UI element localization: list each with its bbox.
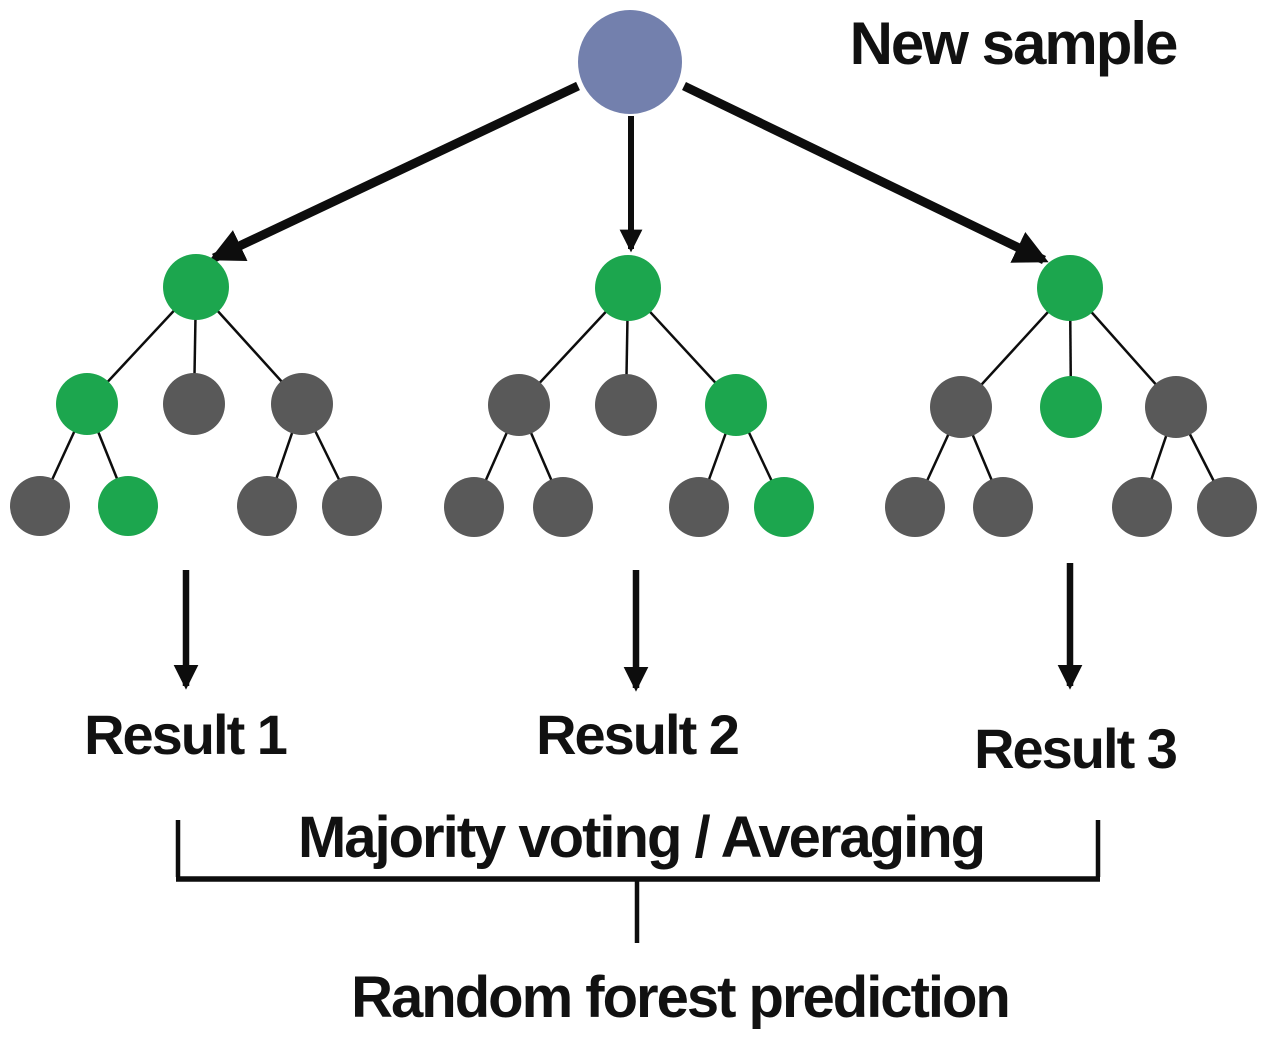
tree-2-node xyxy=(669,477,729,537)
random-forest-prediction-label: Random forest prediction xyxy=(351,965,1011,1030)
tree-2-node xyxy=(705,374,767,436)
tree-2-node xyxy=(533,477,593,537)
sample-to-tree-arrow xyxy=(209,81,580,263)
sample-to-tree-arrow xyxy=(682,81,1049,265)
tree-1-node xyxy=(10,476,70,536)
tree-3-node xyxy=(1197,477,1257,537)
tree-3-node xyxy=(1145,376,1207,438)
new-sample-node xyxy=(578,10,682,114)
tree-3-node xyxy=(1037,255,1103,321)
tree-3-node xyxy=(930,376,992,438)
tree-1-node xyxy=(163,254,229,320)
result-1-label: Result 1 xyxy=(84,703,288,766)
tree-1-node xyxy=(271,373,333,435)
tree-1-node xyxy=(163,373,225,435)
tree-2-node xyxy=(444,477,504,537)
tree-1-node xyxy=(322,476,382,536)
result-2-label: Result 2 xyxy=(536,703,740,766)
tree-2-node xyxy=(754,477,814,537)
tree-2-node xyxy=(595,255,661,321)
tree-3-node xyxy=(1112,477,1172,537)
tree-1-node xyxy=(237,476,297,536)
new-sample-label: New sample xyxy=(849,10,1179,77)
tree-3-node xyxy=(973,477,1033,537)
result-3-label: Result 3 xyxy=(974,717,1178,780)
majority-voting-label: Majority voting / Averaging xyxy=(297,805,986,870)
tree-2-node xyxy=(595,374,657,436)
tree-1-node xyxy=(98,476,158,536)
tree-1-node xyxy=(56,373,118,435)
tree-3-node xyxy=(1040,376,1102,438)
tree-3-node xyxy=(885,477,945,537)
tree-2-node xyxy=(488,374,550,436)
